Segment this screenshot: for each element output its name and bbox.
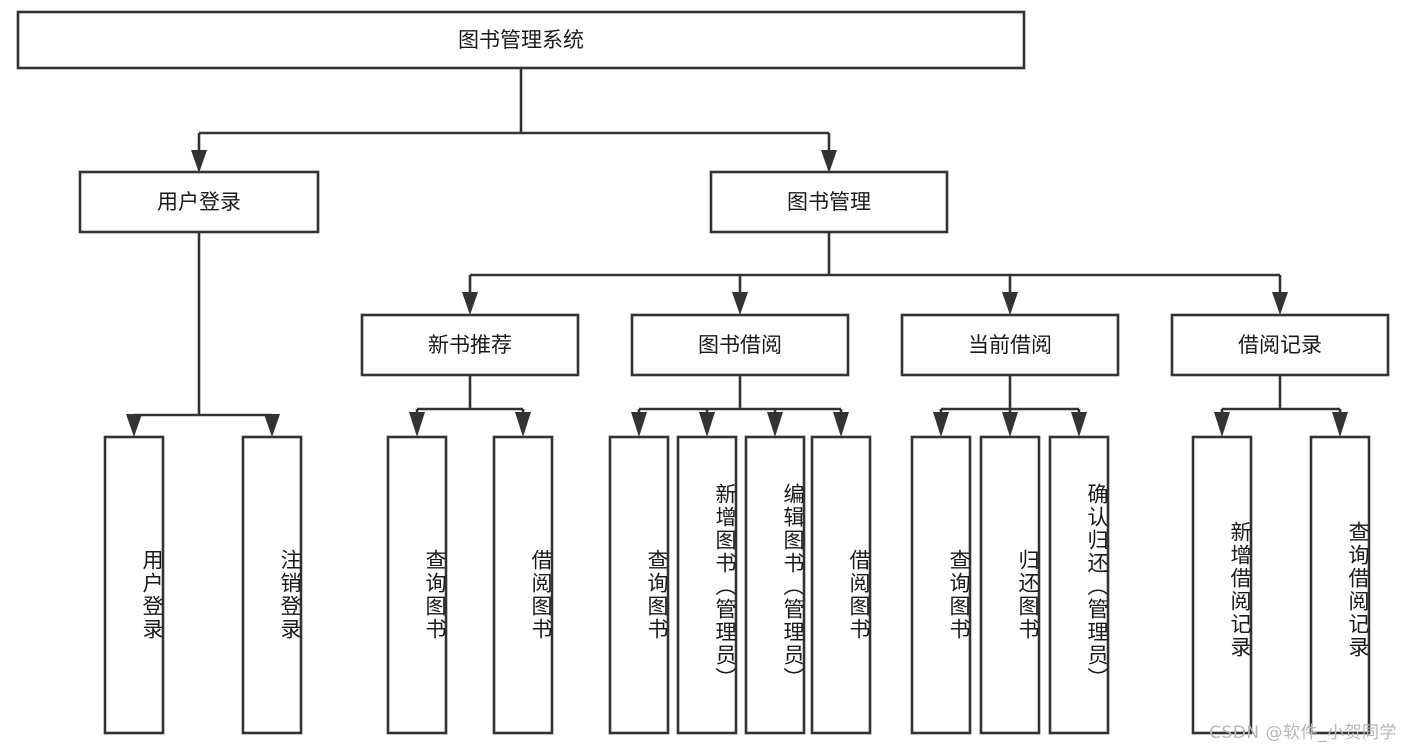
arrow-head-leaf-current-borrow-1 (1002, 412, 1018, 437)
arrow-head-leaf-user-login-1 (264, 414, 280, 437)
arrow-head-leaf-current-borrow-2 (1071, 412, 1087, 437)
node-root[interactable]: 图书管理系统 (16, 10, 1026, 70)
arrow-head-leaf-borrow-record-0 (1214, 412, 1230, 437)
arrow-head-leaf-user-login-0 (126, 414, 142, 437)
node-user-login-label: 用户登录 (157, 190, 241, 214)
arrow-head-borrow-record (1272, 292, 1288, 315)
node-user-login[interactable]: 用户登录 (78, 170, 320, 234)
leaf-box-new-book-1[interactable] (492, 435, 554, 735)
node-borrow-record[interactable]: 借阅记录 (1170, 313, 1390, 377)
node-user-login-box[interactable] (78, 170, 320, 234)
leaf-box-new-book-0[interactable] (386, 435, 448, 735)
node-new-book-label: 新书推荐 (428, 333, 512, 357)
node-new-book-box[interactable] (360, 313, 580, 377)
arrow-head-leaf-book-borrow-2 (767, 412, 783, 437)
leaf-box-user-login-0[interactable] (103, 435, 165, 735)
arrow-head-new-book (462, 292, 478, 315)
connector-group-root (191, 68, 837, 173)
leaf-box-book-borrow-3[interactable] (810, 435, 872, 735)
arrow-head-leaf-borrow-record-1 (1332, 412, 1348, 437)
connector-group-user-login (126, 232, 280, 437)
leaf-box-borrow-record-1[interactable] (1309, 435, 1371, 735)
node-book-borrow[interactable]: 图书借阅 (630, 313, 850, 377)
csdn-watermark: CSDN @软件_小贺同学 (1209, 723, 1397, 743)
leaf-box-current-borrow-1[interactable] (979, 435, 1041, 735)
node-root-box[interactable] (16, 10, 1026, 70)
leaf-box-book-borrow-1[interactable] (676, 435, 738, 735)
arrow-head-user-login (191, 150, 207, 173)
node-borrow-record-label: 借阅记录 (1238, 333, 1322, 357)
leaf-box-current-borrow-0[interactable] (910, 435, 972, 735)
arrow-head-leaf-book-borrow-1 (699, 412, 715, 437)
node-current-borrow[interactable]: 当前借阅 (900, 313, 1120, 377)
node-borrow-record-box[interactable] (1170, 313, 1390, 377)
arrow-head-book-mgmt (821, 150, 837, 173)
leaf-boxes-current-borrow (910, 435, 1110, 735)
node-current-borrow-label: 当前借阅 (968, 333, 1052, 357)
node-book-mgmt[interactable]: 图书管理 (709, 170, 949, 234)
arrow-head-leaf-new-book-0 (409, 412, 425, 437)
node-current-borrow-box[interactable] (900, 313, 1120, 377)
leaf-boxes-book-borrow (608, 435, 872, 735)
leaf-box-book-borrow-0[interactable] (608, 435, 670, 735)
node-book-borrow-label: 图书借阅 (698, 333, 782, 357)
connector-group-current-borrow (933, 375, 1087, 437)
arrow-head-leaf-book-borrow-3 (833, 412, 849, 437)
arrow-head-leaf-current-borrow-0 (933, 412, 949, 437)
node-book-mgmt-box[interactable] (709, 170, 949, 234)
connector-group-book-borrow (631, 375, 849, 437)
node-book-borrow-box[interactable] (630, 313, 850, 377)
node-new-book[interactable]: 新书推荐 (360, 313, 580, 377)
node-root-label: 图书管理系统 (458, 28, 584, 52)
connector-group-new-book (409, 375, 531, 437)
leaf-box-user-login-1[interactable] (241, 435, 303, 735)
arrow-head-current-borrow (1002, 292, 1018, 315)
connector-group-borrow-record (1214, 375, 1348, 437)
leaf-boxes-user-login (103, 435, 303, 735)
arrow-head-leaf-book-borrow-0 (631, 412, 647, 437)
arrow-head-book-borrow (732, 292, 748, 315)
node-book-mgmt-label: 图书管理 (787, 190, 871, 214)
leaf-box-book-borrow-2[interactable] (744, 435, 806, 735)
leaf-boxes-new-book (386, 435, 554, 735)
leaf-boxes-borrow-record (1191, 435, 1371, 735)
arrow-head-leaf-new-book-1 (515, 412, 531, 437)
leaf-box-borrow-record-0[interactable] (1191, 435, 1253, 735)
leaf-box-current-borrow-2[interactable] (1048, 435, 1110, 735)
connector-group-book-mgmt (462, 232, 1288, 315)
